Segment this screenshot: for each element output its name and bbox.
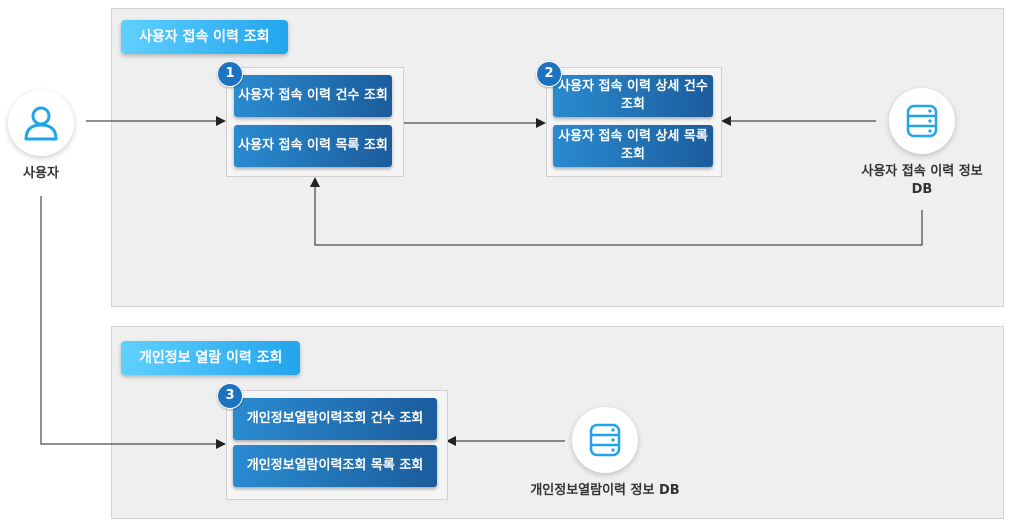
user-label: 사용자 bbox=[23, 166, 59, 181]
section-title-user-access-history: 사용자 접속 이력 조회 bbox=[121, 20, 288, 54]
step1-list-query: 사용자 접속 이력 목록 조회 bbox=[234, 125, 392, 167]
step-badge-1: 1 bbox=[217, 61, 243, 87]
user-access-db bbox=[889, 88, 955, 154]
user-access-db-label: 사용자 접속 이력 정보 DB bbox=[861, 164, 983, 197]
privacy-view-db-label: 개인정보열람이력 정보 DB bbox=[530, 483, 680, 498]
step2-detail-list-query: 사용자 접속 이력 상세 목록 조회 bbox=[553, 125, 713, 167]
arrow-user-to-step3 bbox=[40, 196, 226, 449]
step-badge-2: 2 bbox=[536, 61, 562, 87]
step3-list-query: 개인정보열람이력조회 목록 조회 bbox=[233, 445, 437, 487]
step1-count-query: 사용자 접속 이력 건수 조회 bbox=[234, 75, 392, 117]
section-title-privacy-view-history: 개인정보 열람 이력 조회 bbox=[121, 341, 301, 375]
step-badge-3: 3 bbox=[217, 383, 243, 409]
step3-count-query: 개인정보열람이력조회 건수 조회 bbox=[233, 398, 437, 440]
step2-detail-count-query: 사용자 접속 이력 상세 건수 조회 bbox=[553, 75, 713, 117]
user-icon bbox=[24, 106, 58, 141]
arrow-db1-to-step1 bbox=[310, 177, 923, 246]
database-icon bbox=[589, 423, 621, 457]
database-icon bbox=[906, 104, 938, 138]
privacy-view-db bbox=[572, 407, 638, 473]
user-actor bbox=[8, 90, 74, 156]
